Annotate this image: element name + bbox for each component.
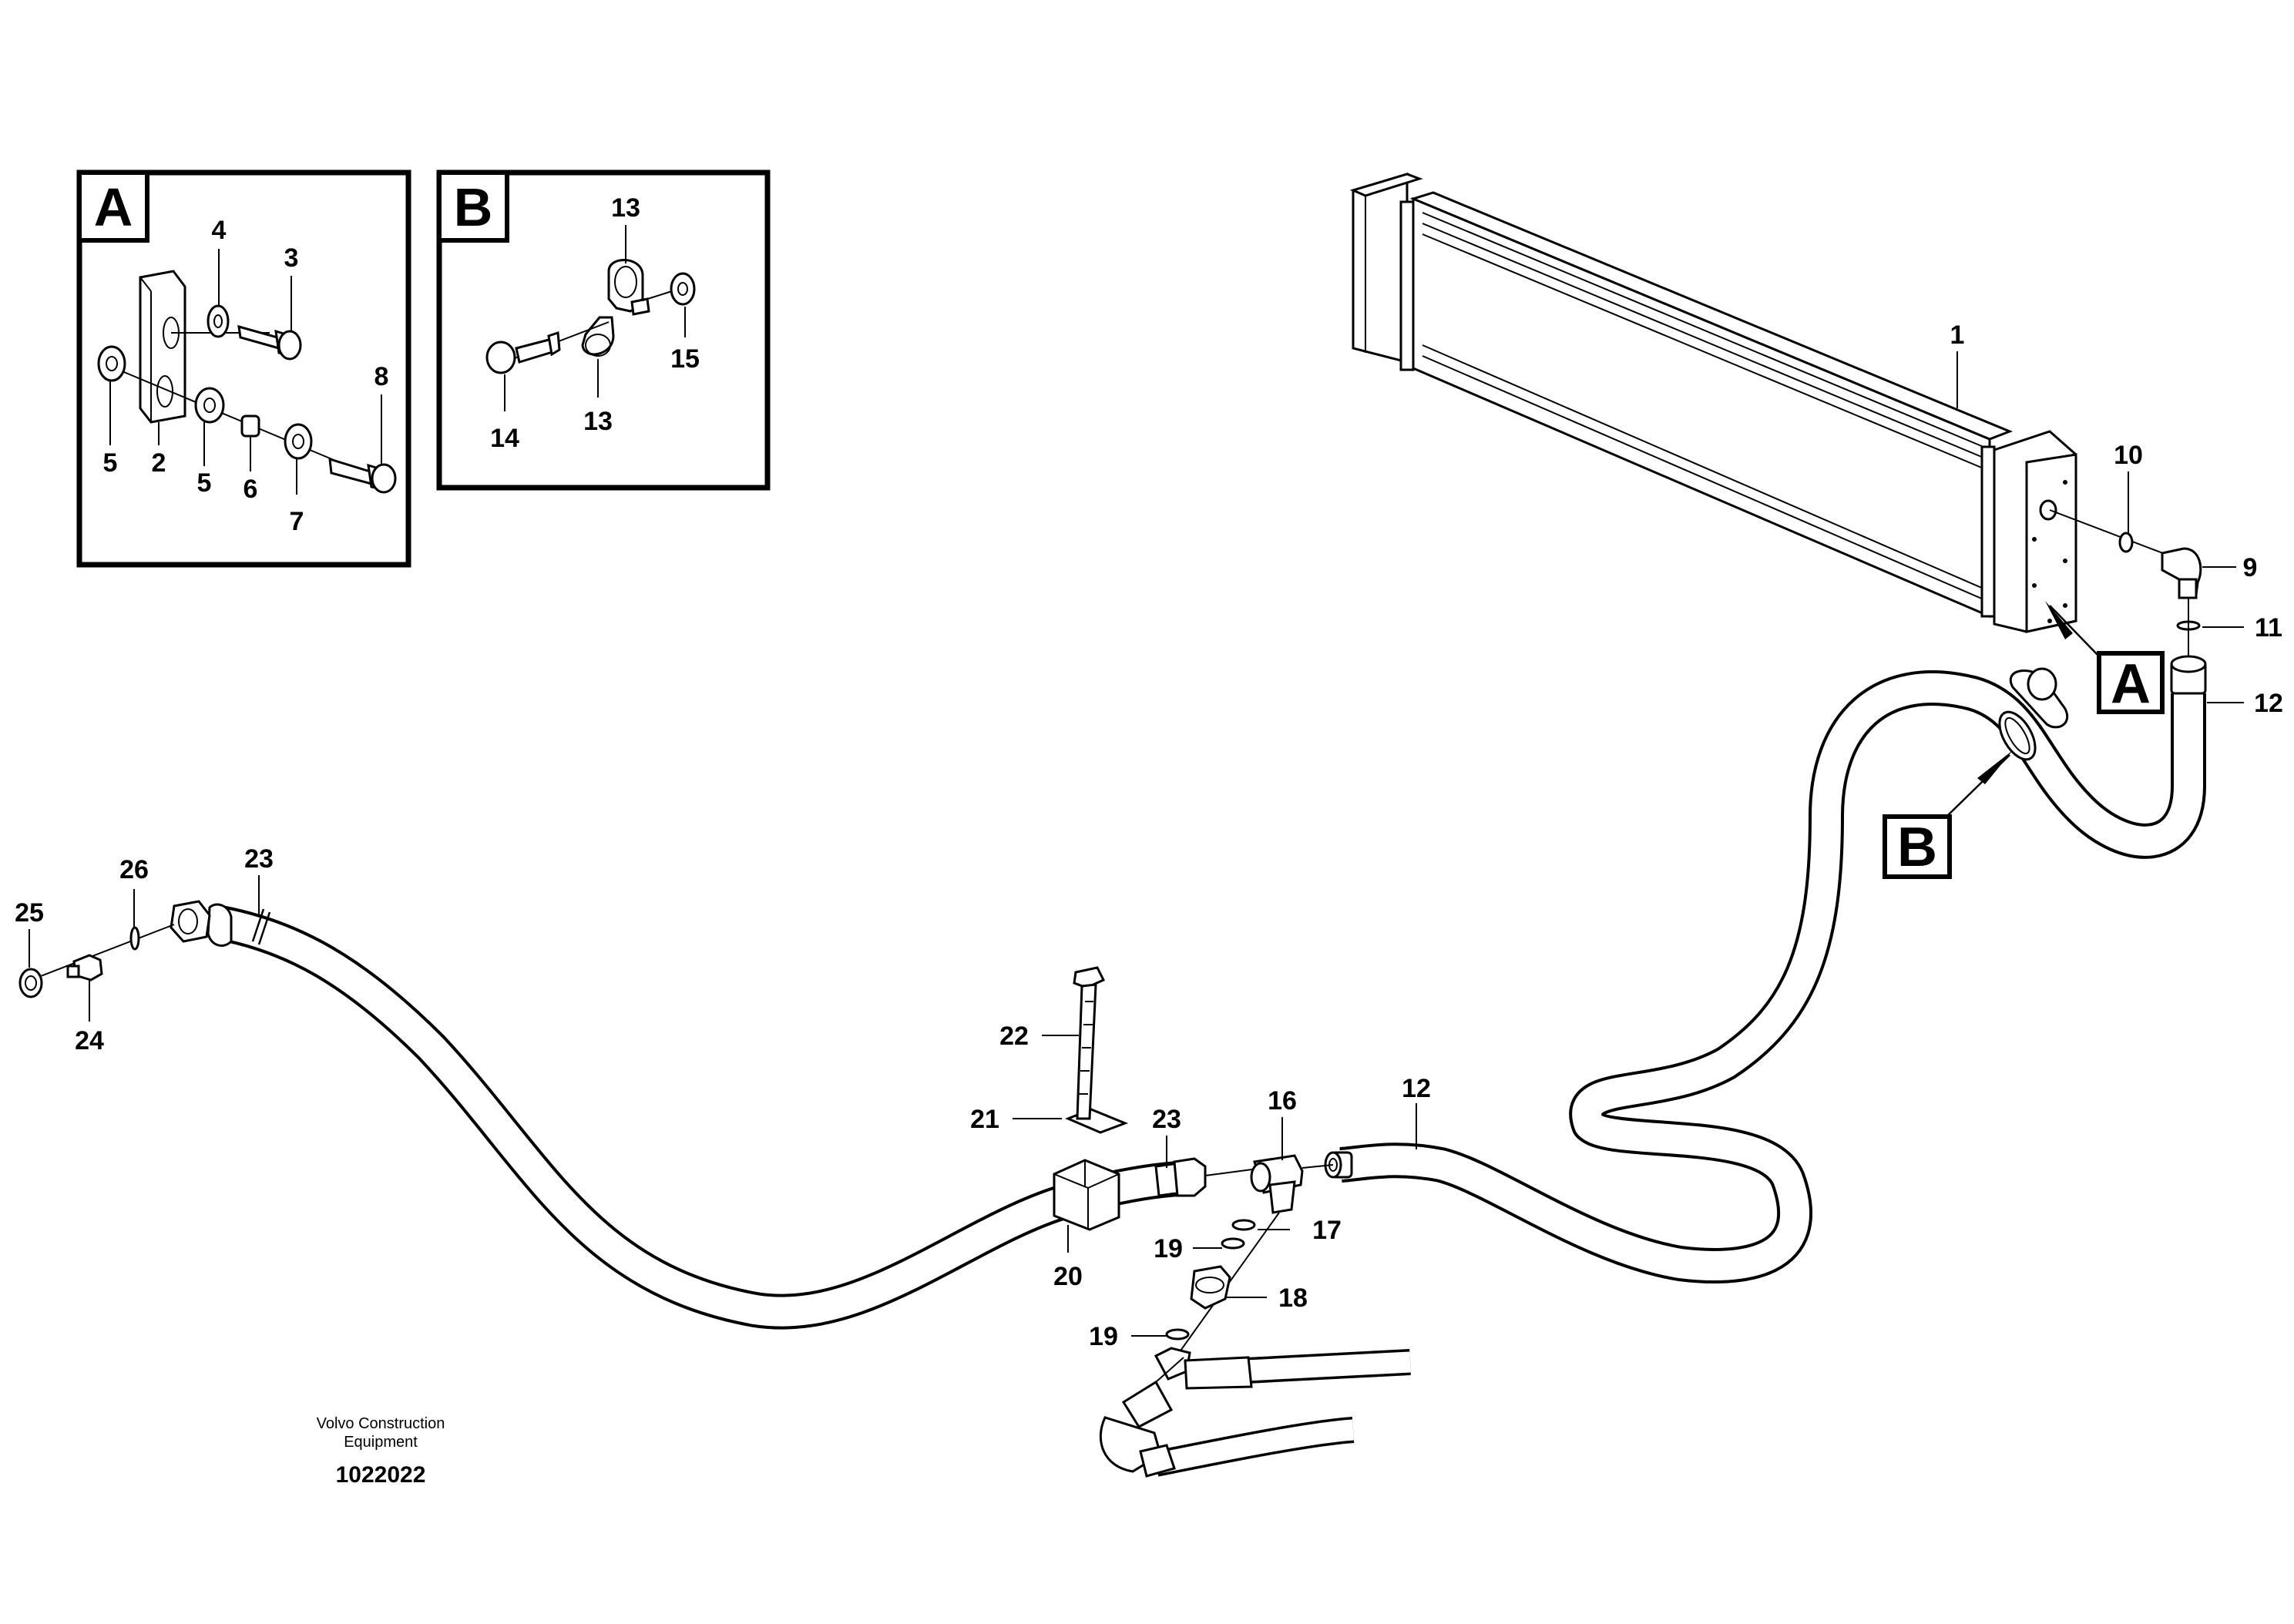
callout-22: 22 bbox=[999, 1022, 1029, 1051]
inset-a-detail: A 4 3 8 5 bbox=[76, 169, 411, 568]
detail-tag-a-letter: A bbox=[2111, 653, 2151, 715]
credit-line-2: Equipment bbox=[344, 1434, 418, 1451]
inset-b-callout-13-bottom: 13 bbox=[583, 407, 613, 436]
callout-labels: 1 10 9 11 12 12 23 26 25 24 22 21 23 16 … bbox=[15, 320, 2283, 1351]
inset-a-callout-8: 8 bbox=[374, 362, 389, 391]
callout-23-left: 23 bbox=[244, 844, 274, 874]
cooler-outlet-fittings bbox=[2049, 509, 2202, 663]
publisher-credit: Volvo Construction Equipment 1022022 bbox=[317, 1415, 445, 1488]
inset-b-callout-14: 14 bbox=[490, 424, 519, 453]
callout-10: 10 bbox=[2114, 441, 2143, 470]
callout-16: 16 bbox=[1268, 1086, 1297, 1116]
callout-21: 21 bbox=[970, 1105, 999, 1134]
inset-a-callout-6: 6 bbox=[244, 475, 258, 504]
callout-18: 18 bbox=[1278, 1283, 1308, 1313]
callout-19-lower: 19 bbox=[1089, 1322, 1118, 1351]
callout-11: 11 bbox=[2255, 613, 2282, 643]
callout-9: 9 bbox=[2243, 553, 2258, 582]
callout-25: 25 bbox=[15, 898, 44, 928]
inset-a-callout-5-left: 5 bbox=[103, 448, 118, 478]
inset-b-letter: B bbox=[454, 177, 493, 237]
document-number: 1022022 bbox=[336, 1462, 426, 1488]
hose-12 bbox=[1324, 655, 2207, 1283]
inset-a-callout-2: 2 bbox=[152, 448, 166, 478]
oil-cooler bbox=[1349, 172, 2077, 633]
junction-assembly bbox=[1053, 966, 1411, 1478]
detail-tag-a: A bbox=[2045, 601, 2165, 715]
callout-1: 1 bbox=[1950, 320, 1965, 350]
inset-a-callout-5-right: 5 bbox=[197, 468, 212, 498]
credit-line-1: Volvo Construction bbox=[317, 1415, 445, 1432]
callout-26: 26 bbox=[119, 855, 149, 884]
detail-tag-b-letter: B bbox=[1897, 817, 1937, 878]
inset-b-callout-13-top: 13 bbox=[611, 193, 640, 223]
inset-a-letter: A bbox=[94, 177, 133, 237]
callout-23-center: 23 bbox=[1152, 1105, 1181, 1134]
callout-20: 20 bbox=[1053, 1262, 1083, 1291]
inset-a-callout-7: 7 bbox=[290, 507, 304, 536]
callout-12-right: 12 bbox=[2254, 689, 2283, 718]
callout-19-upper: 19 bbox=[1154, 1234, 1183, 1263]
inset-b-callout-15: 15 bbox=[670, 344, 700, 374]
callout-24: 24 bbox=[75, 1026, 104, 1055]
callout-17: 17 bbox=[1312, 1216, 1342, 1245]
inset-a-callout-3: 3 bbox=[284, 243, 299, 273]
inset-b-detail: B 13 15 14 13 bbox=[436, 169, 771, 491]
leader-lines bbox=[29, 351, 2244, 1337]
hose-23-left bbox=[18, 900, 1069, 1330]
inset-a-callout-4: 4 bbox=[212, 216, 227, 245]
callout-12-center: 12 bbox=[1402, 1074, 1431, 1103]
detail-tag-b: B bbox=[1883, 750, 2013, 879]
